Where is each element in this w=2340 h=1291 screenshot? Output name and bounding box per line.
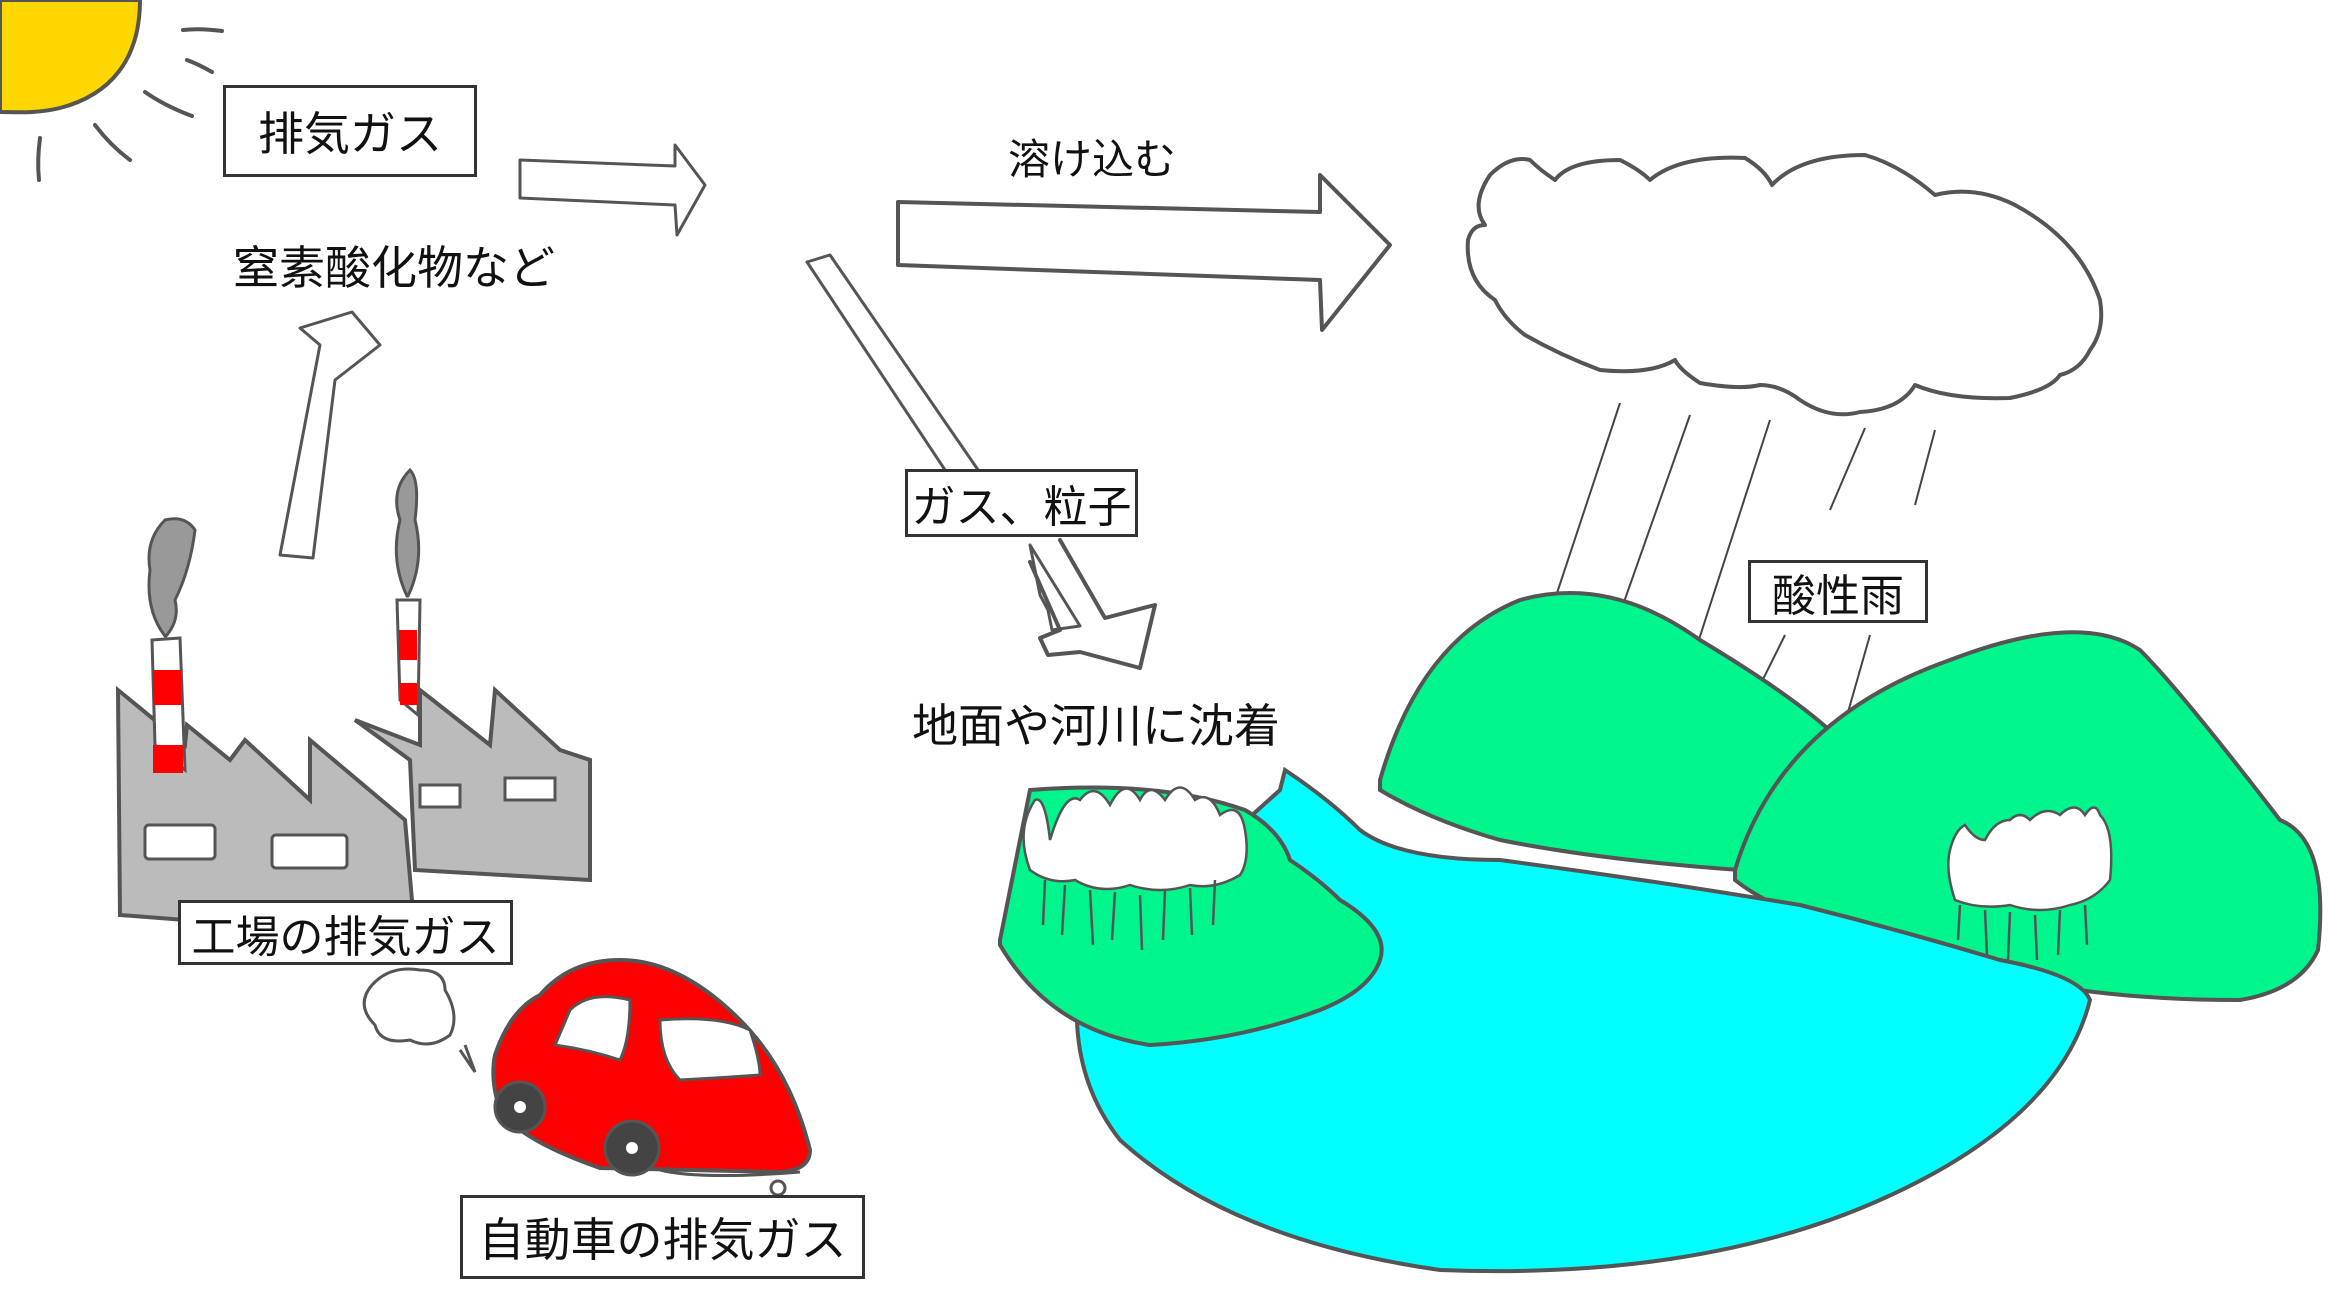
arrow-factory-up xyxy=(278,310,382,560)
car-icon xyxy=(362,957,813,1197)
label-factory-exhaust: 工場の排気ガス xyxy=(178,900,513,965)
factory-icon xyxy=(115,467,592,937)
label-gas-particles: ガス、粒子 xyxy=(905,469,1138,537)
label-dissolve: 溶け込む xyxy=(1008,135,1177,184)
label-car-exhaust: 自動車の排気ガス xyxy=(460,1195,865,1279)
arrow-dissolve xyxy=(896,173,1392,332)
arrow-deposition xyxy=(805,253,1157,670)
label-nitrogen-oxides: 窒素酸化物など xyxy=(233,241,555,295)
arrow-exhaust-right xyxy=(518,143,707,237)
sun-icon xyxy=(0,0,224,182)
label-exhaust-gas: 排気ガス xyxy=(223,85,477,177)
cloud-icon xyxy=(1465,153,2104,417)
trees-right xyxy=(1947,806,2113,961)
label-acid-rain: 酸性雨 xyxy=(1748,560,1928,623)
label-deposition: 地面や河川に沈着 xyxy=(912,699,1280,753)
trees-left xyxy=(1022,786,1248,951)
